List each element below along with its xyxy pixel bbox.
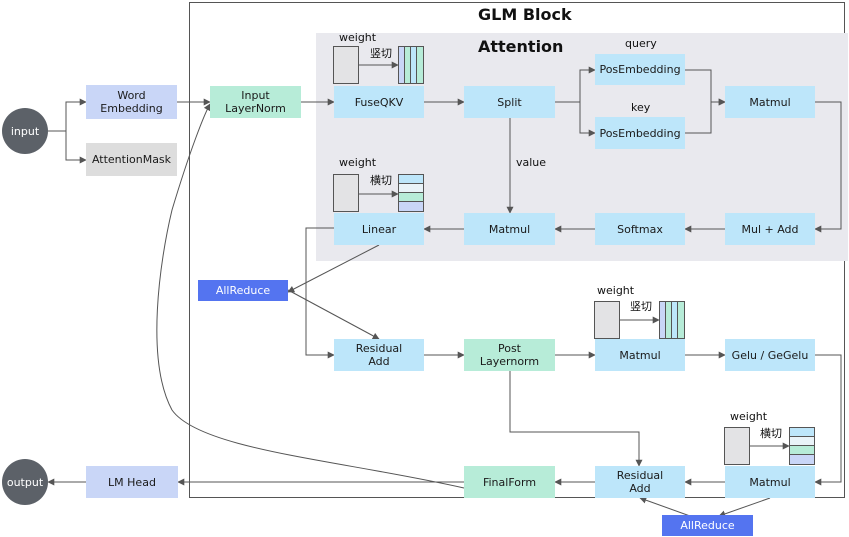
weight-matrix-fuse — [333, 46, 359, 84]
query-label: query — [625, 37, 657, 50]
horizontal-split-matrix-mlp-2 — [789, 427, 815, 465]
arrow-post-layernorm-residual-2 — [509, 371, 643, 467]
softmax-node: Softmax — [595, 213, 685, 245]
pos-embedding-query-node: PosEmbedding — [595, 54, 685, 85]
allreduce-node-1: AllReduce — [198, 280, 288, 301]
attention-title: Attention — [478, 37, 564, 56]
glm-block-title: GLM Block — [478, 5, 572, 24]
arrow-split-pos-key — [555, 101, 596, 137]
mul-add-node: Mul + Add — [725, 213, 815, 245]
horizontal-split-matrix-linear — [398, 174, 424, 212]
arrow-gelu-matmul-2 — [814, 354, 842, 486]
arrow-input-word-embedding — [48, 98, 87, 132]
key-label: key — [631, 101, 651, 114]
input-node: input — [2, 108, 48, 154]
residual-add-node-2: Residual Add — [595, 466, 685, 498]
lm-head-node: LM Head — [86, 466, 178, 498]
arrow-skip-residual-1 — [305, 227, 335, 359]
post-layernorm-node: Post Layernorm — [464, 339, 555, 371]
weight-label-linear: weight — [339, 156, 377, 169]
matmul-mlp-2-node: Matmul — [725, 466, 815, 498]
value-label: value — [516, 156, 547, 169]
vertical-split-label-fuse: 竖切 — [370, 47, 392, 60]
matmul-v-node: Matmul — [464, 213, 555, 245]
attention-mask-node: AttentionMask — [86, 143, 177, 176]
pos-embedding-key-node: PosEmbedding — [595, 117, 685, 149]
matmul-mlp-1-node: Matmul — [595, 339, 685, 371]
weight-label-fuse: weight — [339, 31, 377, 44]
weight-matrix-mlp-1 — [594, 301, 620, 339]
horizontal-split-label-linear: 横切 — [370, 174, 392, 187]
allreduce-node-2: AllReduce — [662, 515, 753, 536]
residual-add-node-1: Residual Add — [334, 339, 424, 371]
vertical-split-label-mlp-1: 竖切 — [630, 300, 652, 313]
gelu-node: Gelu / GeGelu — [725, 339, 815, 371]
vertical-split-matrix-fuse — [398, 46, 424, 84]
arrow-split-pos-query — [555, 66, 596, 103]
word-embedding-node: Word Embedding — [86, 85, 177, 119]
arrow-input-attention-mask — [48, 130, 87, 164]
weight-matrix-mlp-2 — [724, 427, 750, 465]
arrow-allreduce-residual-2 — [639, 496, 691, 517]
arrow-linear-allreduce — [287, 244, 380, 293]
arrow-matmul-2-allreduce — [718, 497, 771, 518]
arrow-pos-query-matmul — [685, 69, 726, 106]
arrow-allreduce-residual — [287, 289, 380, 340]
fuse-qkv-node: FuseQKV — [334, 86, 424, 118]
weight-label-mlp-2: weight — [730, 410, 768, 423]
input-layernorm-node: Input LayerNorm — [210, 86, 301, 118]
linear-node: Linear — [334, 213, 424, 245]
weight-matrix-linear — [333, 174, 359, 212]
arrow-loop-finalform-input-layernorm — [156, 103, 465, 489]
final-form-node: FinalForm — [464, 466, 555, 498]
vertical-split-matrix-mlp-1 — [659, 301, 685, 339]
split-node: Split — [464, 86, 555, 118]
matmul-qk-node: Matmul — [725, 86, 815, 118]
weight-label-mlp-1: weight — [597, 284, 635, 297]
horizontal-split-label-mlp-2: 横切 — [760, 427, 782, 440]
arrow-pos-key-matmul — [685, 98, 726, 134]
output-node: output — [2, 459, 48, 505]
arrow-matmul-mul-add — [814, 101, 842, 233]
